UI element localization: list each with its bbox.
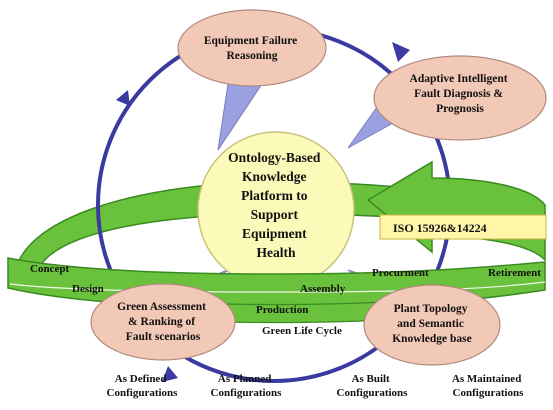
node-top-line-1: Equipment Failure: [204, 35, 297, 47]
cycle-arrow-left: [116, 90, 130, 106]
node-right-line-3: Prognosis: [436, 103, 484, 115]
node-bottom-right-line-3: Knowledge base: [392, 333, 472, 345]
config-as-planned-line-2: Configurations: [211, 387, 283, 399]
node-bottom-left-line-1: Green Assessment: [117, 301, 206, 313]
node-right-label: Adaptive Intelligent Fault Diagnosis & P…: [410, 73, 511, 115]
config-as-maintained: As Maintained Configurations: [452, 373, 524, 399]
node-top-label: Equipment Failure Reasoning: [204, 35, 300, 62]
cycle-arrow-bottom: [162, 366, 178, 382]
config-as-built-line-2: Configurations: [337, 387, 409, 399]
config-as-planned-line-1: As Planned: [218, 373, 272, 385]
node-top-line-2: Reasoning: [226, 50, 277, 62]
config-as-built: As Built Configurations: [337, 373, 409, 399]
node-plant-topology: [363, 284, 501, 366]
node-equipment-failure-reasoning: [177, 9, 327, 87]
node-bottom-right-line-2: and Semantic: [397, 318, 464, 330]
phase-assembly: Assembly: [300, 283, 346, 295]
config-as-maintained-line-1: As Maintained: [452, 373, 521, 385]
node-bottom-left-label: Green Assessment & Ranking of Fault scen…: [117, 301, 209, 343]
node-bottom-left-line-3: Fault scenarios: [126, 331, 201, 343]
center-line-1: Ontology-Based: [228, 150, 321, 165]
phase-procurement: Procurment: [372, 267, 429, 279]
green-life-cycle-label: Green Life Cycle: [262, 325, 342, 337]
lifecycle-band-highlight: [9, 281, 546, 293]
config-as-defined-line-2: Configurations: [107, 387, 179, 399]
node-bottom-left-line-2: & Ranking of: [128, 316, 195, 328]
node-green-assessment: [90, 283, 236, 361]
center-line-5: Equipment: [242, 226, 307, 241]
center-line-6: Health: [257, 245, 296, 260]
config-as-defined-line-1: As Defined: [115, 373, 167, 385]
node-right-line-1: Adaptive Intelligent: [410, 73, 508, 85]
phase-production: Production: [256, 304, 308, 316]
center-title: Ontology-Based Knowledge Platform to Sup…: [228, 150, 324, 260]
phase-design: Design: [72, 283, 104, 295]
iso-label: ISO 15926&14224: [393, 221, 487, 235]
cycle-arrow-top: [392, 42, 410, 62]
node-bottom-right-line-1: Plant Topology: [394, 303, 468, 315]
phase-retirement: Retirement: [488, 267, 541, 279]
center-line-4: Support: [251, 207, 299, 222]
center-line-2: Knowledge: [242, 169, 307, 184]
config-as-planned: As Planned Configurations: [211, 373, 283, 399]
lifecycle-arrow-right: [366, 160, 546, 262]
phase-concept: Concept: [30, 263, 69, 275]
node-bottom-right-label: Plant Topology and Semantic Knowledge ba…: [392, 303, 472, 345]
config-as-built-line-1: As Built: [352, 373, 391, 385]
config-as-defined: As Defined Configurations: [107, 373, 179, 399]
node-right-line-2: Fault Diagnosis &: [414, 88, 503, 100]
node-adaptive-fault-diagnosis: [373, 55, 547, 141]
config-as-maintained-line-2: Configurations: [453, 387, 525, 399]
iso-label-box: [379, 214, 547, 240]
center-line-3: Platform to: [241, 188, 308, 203]
